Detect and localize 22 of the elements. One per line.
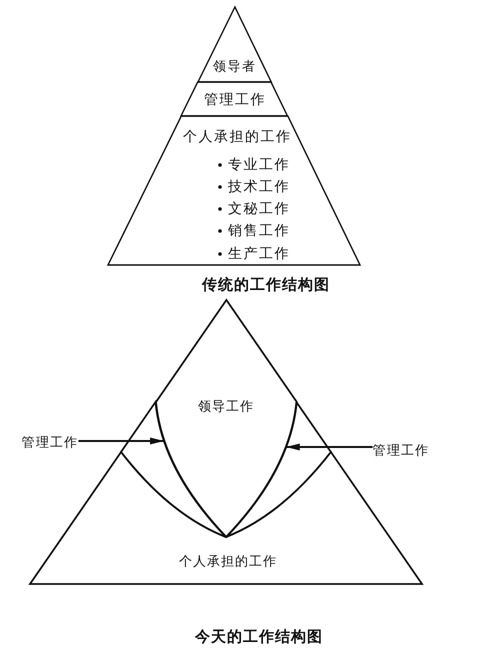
figure-caption: 传统的工作结构图 — [202, 276, 330, 294]
arrow — [78, 438, 164, 444]
layer-label: 领导者 — [213, 60, 257, 76]
layer-label: 个人承担的工作 — [182, 128, 292, 146]
pointer-label: 管理工作 — [22, 436, 78, 452]
list-item: 文秘工作 — [228, 200, 290, 218]
list-item: 生产工作 — [228, 246, 290, 262]
region-label: 个人承担的工作 — [179, 556, 277, 570]
region-label: 领导工作 — [198, 400, 254, 416]
lens-region — [156, 300, 296, 537]
list-item: 专业工作 — [228, 156, 290, 174]
pyramid-layer — [108, 116, 360, 265]
pyramid-layer — [198, 7, 272, 82]
pointer-label: 管理工作 — [372, 444, 430, 460]
side-region — [121, 402, 226, 537]
figure-caption: 今天的工作结构图 — [195, 628, 323, 646]
list-item: 销售工作 — [228, 222, 290, 240]
arrow — [286, 444, 373, 450]
layer-label: 管理工作 — [204, 92, 266, 108]
pyramid-layer — [181, 82, 288, 116]
list-item: 技术工作 — [228, 178, 290, 196]
side-region — [226, 402, 331, 537]
